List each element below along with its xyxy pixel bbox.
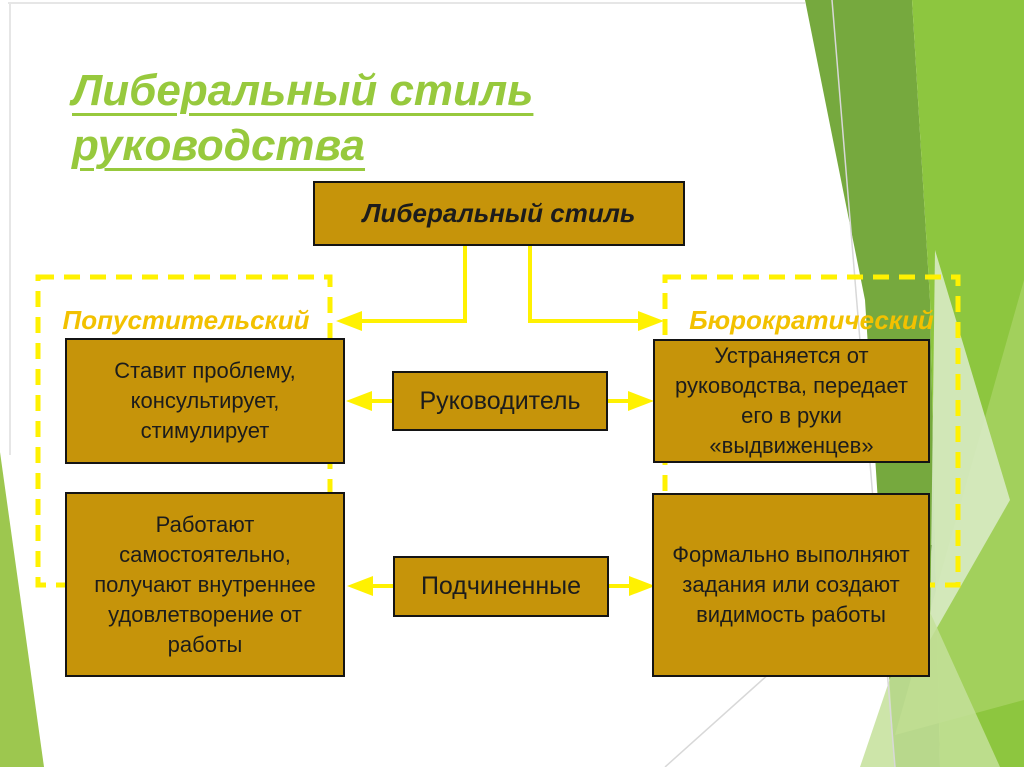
leader-box: Руководитель — [392, 371, 608, 431]
leader-right-arrowhead — [628, 391, 654, 411]
green-facet-pale-bottom — [860, 590, 1000, 767]
page-title: Либеральный стиль руководства — [72, 66, 534, 171]
green-facet-pale — [930, 250, 1010, 640]
permissive-branch-label: Попустительский — [62, 305, 310, 335]
bureaucratic-subordinates-behavior-box: Формально выполняют задания или создают … — [652, 493, 930, 677]
subordinates-right-arrowhead — [629, 576, 655, 596]
permissive-subordinates-behavior-box: Работают самостоятельно, получают внутре… — [65, 492, 345, 677]
root-to-permissive-connector — [362, 246, 467, 323]
root-to-bureaucratic-arrowhead — [638, 311, 664, 331]
subordinates-box: Подчиненные — [393, 556, 609, 617]
root-style-box: Либеральный стиль — [313, 181, 685, 246]
bureaucratic-leader-behavior-box: Устраняется от руководства, передает его… — [653, 339, 930, 463]
root-to-bureaucratic-connector — [528, 246, 638, 323]
bureaucratic-branch-label: Бюрократический — [689, 305, 934, 335]
bottom-left-green-triangle — [0, 452, 44, 767]
permissive-leader-behavior-box: Ставит проблему, консультирует, стимулир… — [65, 338, 345, 464]
root-to-permissive-arrowhead — [336, 311, 362, 331]
subordinates-left-arrowhead — [347, 576, 373, 596]
leader-left-arrowhead — [346, 391, 372, 411]
